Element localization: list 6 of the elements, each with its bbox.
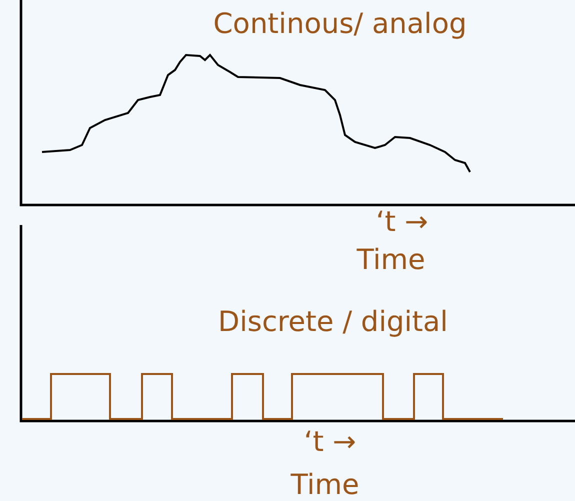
plot-title: Continous/ analog [213, 10, 467, 38]
plot-title: Discrete / digital [218, 308, 448, 336]
axis-label: Time [356, 246, 426, 274]
axis-label: Time [290, 471, 360, 499]
axis-label: ‘t → [376, 208, 428, 236]
axis-label: ‘t → [304, 428, 356, 456]
